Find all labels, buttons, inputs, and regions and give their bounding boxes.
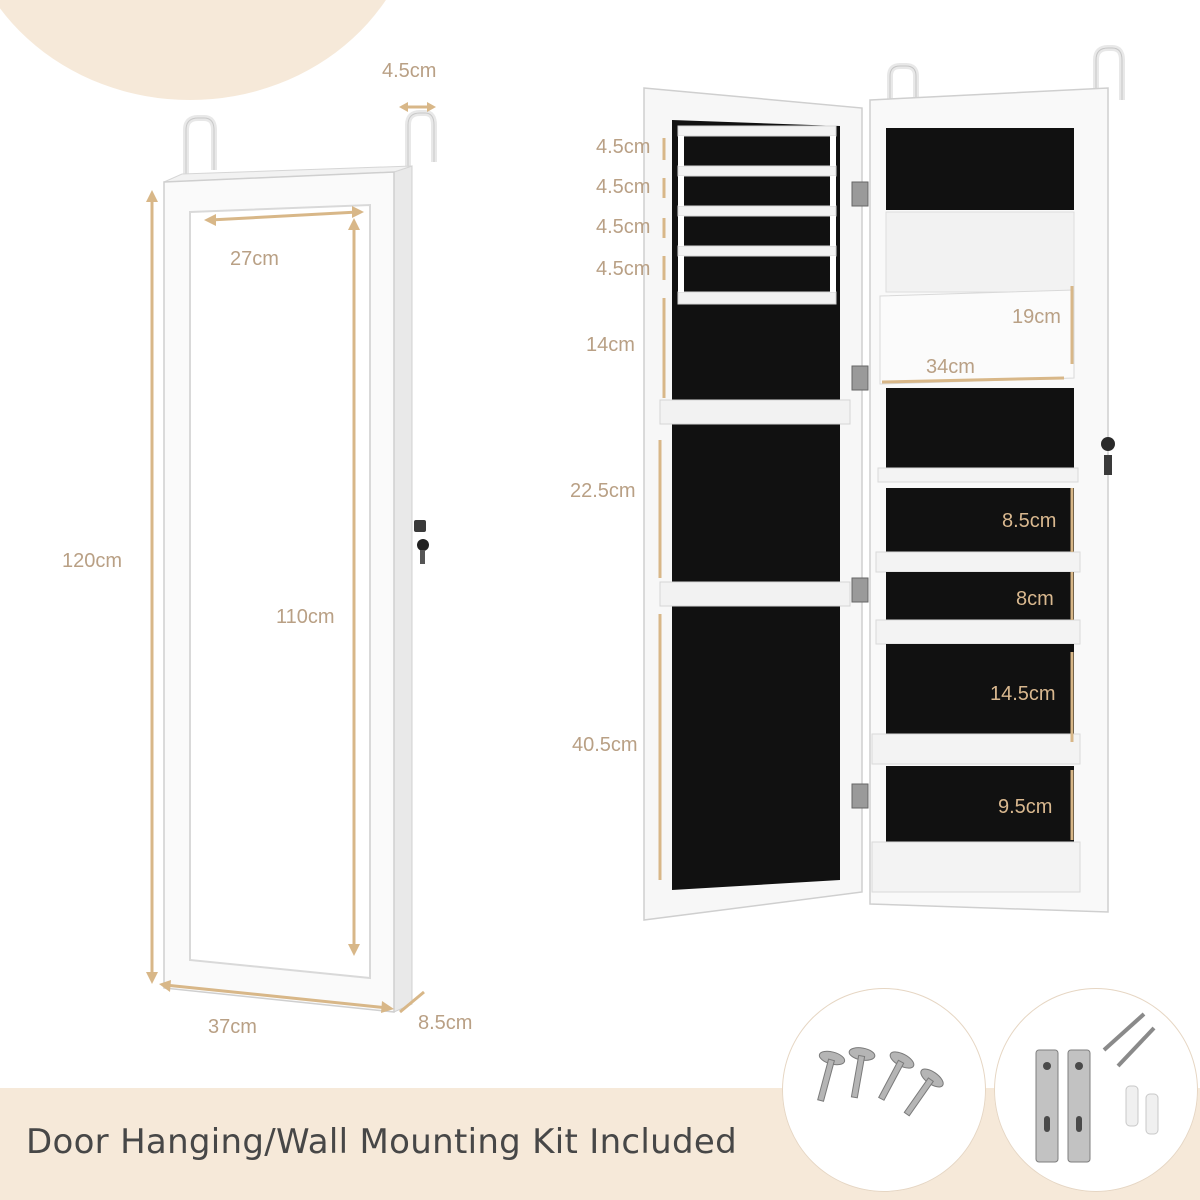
top-shelf-board: [879, 289, 1075, 385]
dim-door-middle-label: 22.5cm: [570, 480, 636, 502]
dim-earring-row-4-label: 4.5cm: [596, 258, 651, 280]
compartment-5: [886, 766, 1074, 846]
mirror-compartment: [885, 211, 1075, 293]
screws-icon: [817, 1047, 944, 1117]
open-cabinet-illustration: [643, 45, 1125, 921]
compartment-1: [886, 388, 1074, 468]
lock-icon: [1101, 437, 1115, 451]
dim-door-upper-label: 14cm: [586, 334, 635, 356]
dim-mirror-height-label: 110cm: [276, 606, 335, 628]
mirror-panel: [189, 203, 371, 980]
dim-earring-row-1-label: 4.5cm: [596, 136, 651, 158]
dim-height-label: 120cm: [62, 550, 123, 572]
necklace-hook-bar-2: [659, 581, 851, 607]
screws-kit-circle: [782, 988, 986, 1192]
earring-bar-1: [677, 125, 837, 137]
dim-earring-row-3-label: 4.5cm: [596, 216, 651, 238]
caption-text: Door Hanging/Wall Mounting Kit Included: [26, 1122, 737, 1162]
dim-shelf-2-label: 8cm: [1016, 588, 1054, 610]
shelf-2: [875, 619, 1081, 645]
dim-shelf-4-label: 9.5cm: [998, 796, 1053, 818]
compartment-2: [886, 488, 1074, 554]
brackets-kit-circle: [994, 988, 1198, 1192]
earring-bar-3: [677, 205, 837, 217]
closed-cabinet-illustration: [146, 102, 437, 1014]
dim-inner-width-label: 34cm: [926, 356, 975, 378]
compartment-3: [886, 572, 1074, 620]
necklace-hook-bar-1: [659, 399, 851, 425]
dim-hook-width-label: 4.5cm: [382, 60, 437, 82]
bottom-tray: [871, 841, 1081, 893]
dim-depth-label: 8.5cm: [418, 1012, 473, 1034]
dim-earring-row-2-label: 4.5cm: [596, 176, 651, 198]
top-compartment: [886, 128, 1074, 210]
shelf-1: [875, 551, 1081, 573]
dim-shelf-1-label: 8.5cm: [1002, 510, 1057, 532]
dim-line-depth: [399, 990, 425, 1014]
dim-line-width: [164, 983, 389, 1010]
dim-top-compartment-label: 19cm: [1012, 306, 1061, 328]
shelf-3: [871, 733, 1081, 765]
earring-bar-4: [677, 245, 837, 257]
dim-width-label: 37cm: [208, 1016, 257, 1038]
door-hook-left: [183, 115, 217, 180]
door-interior-lining: [672, 120, 840, 890]
dim-door-lower-label: 40.5cm: [572, 734, 638, 756]
earring-bar-5: [677, 291, 837, 305]
dim-shelf-3-label: 14.5cm: [990, 683, 1056, 705]
mounting-brackets-icon: [1035, 1012, 1159, 1163]
dim-mirror-width-label: 27cm: [230, 248, 279, 270]
dim-line-mirror-width: [209, 210, 359, 222]
cabinet-side: [393, 165, 413, 1013]
lock-icon: [414, 520, 426, 532]
earring-bar-2: [677, 165, 837, 177]
door-hook-left: [887, 63, 919, 102]
compartment-4: [886, 644, 1074, 736]
